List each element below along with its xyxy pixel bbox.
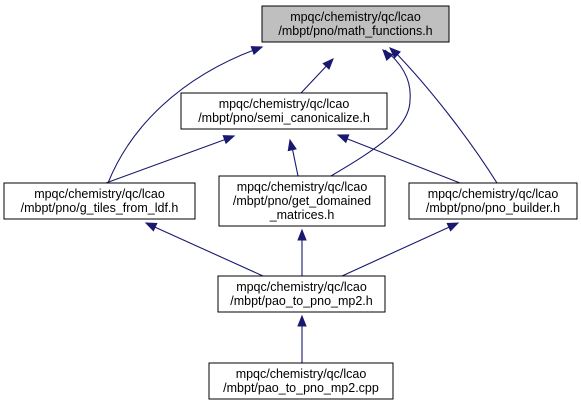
node-label-line: _matrices.h	[269, 208, 335, 222]
node-label-line: /mbpt/pno/pno_builder.h	[426, 201, 560, 215]
node-label-line: mpqc/chemistry/qc/lcao	[290, 10, 421, 24]
node-box[interactable]	[208, 362, 394, 400]
node-label-line: mpqc/chemistry/qc/lcao	[237, 180, 368, 194]
node-pno-builder[interactable]: mpqc/chemistry/qc/lcao/mbpt/pno/pno_buil…	[408, 182, 578, 220]
arrowhead-icon	[322, 58, 334, 70]
edges-layer	[105, 46, 498, 363]
nodes-layer: mpqc/chemistry/qc/lcao/mbpt/pno/math_fun…	[3, 5, 578, 400]
node-semi-canonicalize[interactable]: mpqc/chemistry/qc/lcao/mbpt/pno/semi_can…	[180, 92, 388, 130]
arrowhead-icon	[297, 228, 307, 241]
edge-line	[107, 46, 263, 184]
node-label-line: /mbpt/pno/math_functions.h	[278, 24, 432, 38]
node-label-line: /mbpt/pao_to_pno_mp2.h	[230, 294, 373, 308]
edge-line	[105, 136, 233, 184]
node-label-line: mpqc/chemistry/qc/lcao	[34, 187, 165, 201]
node-box[interactable]	[180, 92, 388, 130]
node-label-line: mpqc/chemistry/qc/lcao	[428, 187, 559, 201]
edge-pno_builder-to-math_functions	[389, 47, 498, 184]
arrowhead-icon	[222, 135, 236, 145]
edge-get_domained_matrices-to-semi_canonicalize	[287, 138, 299, 177]
arrowhead-icon	[446, 222, 460, 232]
node-label-line: /mbpt/pao_to_pno_mp2.cpp	[223, 381, 379, 395]
arrowhead-icon	[336, 134, 350, 144]
node-box	[261, 5, 450, 43]
node-label-line: /mbpt/pno/semi_canonicalize.h	[198, 111, 370, 125]
node-pao-to-pno-mp2-h[interactable]: mpqc/chemistry/qc/lcao/mbpt/pao_to_pno_m…	[217, 275, 386, 313]
edge-get_domained_matrices-to-math_functions	[330, 48, 411, 177]
edge-pno_builder-to-semi_canonicalize	[336, 134, 461, 184]
edge-g_tiles_from_ldf-to-semi_canonicalize	[105, 135, 236, 184]
node-label-line: mpqc/chemistry/qc/lcao	[219, 97, 350, 111]
node-box[interactable]	[217, 275, 386, 313]
node-label-line: /mbpt/pno/g_tiles_from_ldf.h	[21, 201, 179, 215]
node-label-line: mpqc/chemistry/qc/lcao	[236, 280, 367, 294]
node-box[interactable]	[408, 182, 578, 220]
edge-pao_to_pno_mp2_h-to-get_domained_matrices	[297, 228, 307, 276]
edge-line	[392, 49, 498, 184]
node-get-domained-matrices[interactable]: mpqc/chemistry/qc/lcao/mbpt/pno/get_doma…	[218, 175, 386, 227]
arrowhead-icon	[389, 47, 401, 59]
edge-line	[341, 223, 457, 277]
edge-semi_canonicalize-to-math_functions	[300, 58, 334, 94]
node-pao-to-pno-mp2-cpp[interactable]: mpqc/chemistry/qc/lcao/mbpt/pao_to_pno_m…	[208, 362, 394, 400]
arrowhead-icon	[250, 46, 264, 56]
node-label-line: mpqc/chemistry/qc/lcao	[236, 367, 367, 381]
node-box[interactable]	[3, 182, 196, 220]
node-label-line: /mbpt/pno/get_domained	[233, 194, 371, 208]
edge-line	[339, 135, 461, 184]
arrowhead-icon	[287, 138, 297, 152]
edge-line	[147, 223, 264, 277]
node-math-functions: mpqc/chemistry/qc/lcao/mbpt/pno/math_fun…	[261, 5, 450, 43]
edge-pao_to_pno_mp2_h-to-pno_builder	[341, 222, 460, 277]
arrowhead-icon	[382, 48, 394, 61]
node-g-tiles-from-ldf[interactable]: mpqc/chemistry/qc/lcao/mbpt/pno/g_tiles_…	[3, 182, 196, 220]
edge-pao_to_pno_mp2_h-to-g_tiles_from_ldf	[144, 222, 264, 277]
edge-g_tiles_from_ldf-to-math_functions	[107, 46, 264, 184]
edge-line	[330, 49, 411, 177]
arrowhead-icon	[297, 314, 307, 327]
edge-pao_to_pno_mp2_cpp-to-pao_to_pno_mp2_h	[297, 314, 307, 363]
node-box[interactable]	[218, 175, 386, 227]
arrowhead-icon	[144, 222, 158, 232]
